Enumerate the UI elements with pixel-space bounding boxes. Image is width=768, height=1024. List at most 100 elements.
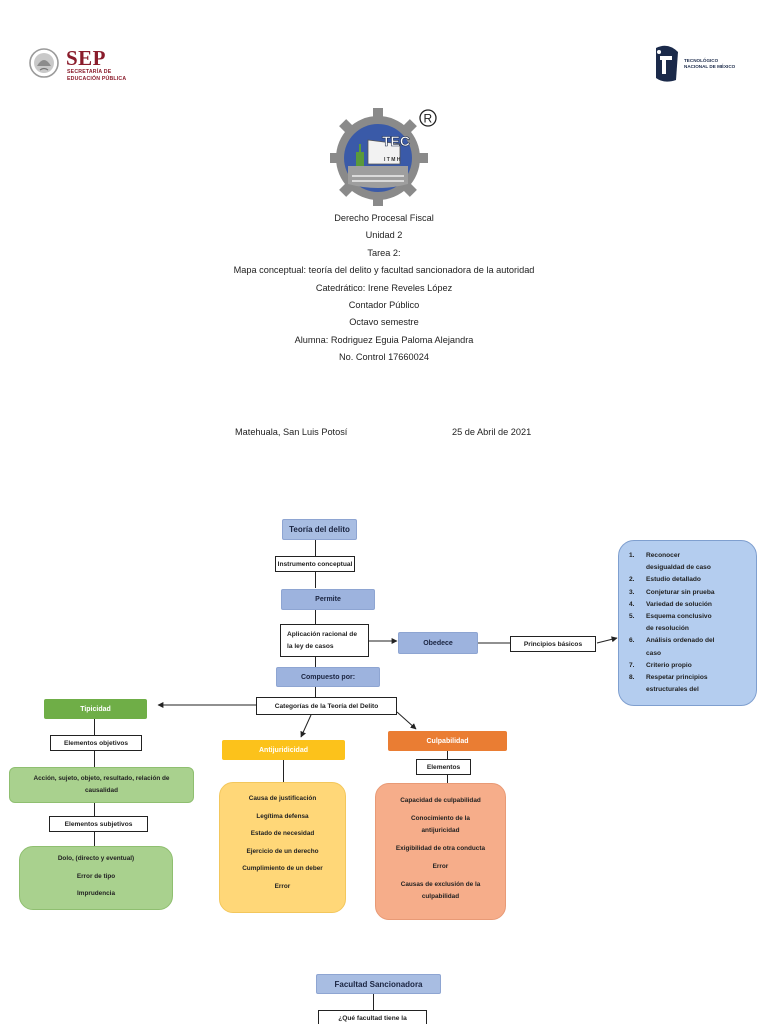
principio-text: Estudio detallado: [646, 576, 701, 584]
principio-num: 6.: [629, 637, 635, 645]
node-elementos: Elementos: [416, 759, 471, 775]
connector-line: [315, 610, 316, 624]
cover-date: 25 de Abril de 2021: [452, 427, 532, 437]
tecnm-line1: TECNOLÓGICO: [684, 58, 719, 63]
culpabilidad-item: culpabilidad: [421, 893, 460, 900]
principio-text: Conjeturar sin prueba: [646, 588, 715, 596]
accion-line2: causalidad: [84, 787, 119, 794]
tecnm-logo: TECNOLÓGICO NACIONAL DE MÉXICO: [650, 44, 742, 84]
principio-text: desigualdad de caso: [646, 564, 711, 572]
antijuridicidad-item: Causa de justificación: [248, 795, 317, 802]
node-obedece: Obedece: [398, 632, 478, 654]
cover-line-topic: Mapa conceptual: teoría del delito y fac…: [233, 265, 535, 276]
node-elementos-objetivos: Elementos objetivos: [50, 735, 142, 751]
subjetivo-item: Dolo, (directo y eventual): [57, 855, 135, 862]
principio-text: Esquema conclusivo: [646, 613, 712, 621]
principio-num: 7.: [629, 661, 635, 669]
culpabilidad-item: Exigibilidad de otra conducta: [395, 845, 486, 852]
node-antijuridicidad: Antijuridicidad: [222, 740, 345, 760]
sep-sub-line1: SECRETARÍA DE: [67, 69, 112, 75]
connector-line: [315, 572, 316, 588]
cover-block: Derecho Procesal Fiscal Unidad 2 Tarea 2…: [0, 210, 768, 367]
node-culpabilidad-list: Capacidad de culpabilidad Conocimiento d…: [375, 783, 506, 920]
node-facultad-sancionadora: Facultad Sancionadora: [316, 974, 441, 994]
principio-num: [629, 648, 646, 660]
cover-line-task: Tarea 2:: [367, 247, 401, 258]
principio-text: Reconocer: [646, 552, 681, 559]
principio-item: 2. Estudio detallado: [629, 574, 756, 586]
antijuridicidad-item: Estado de necesidad: [250, 830, 315, 837]
node-que-facultad: ¿Qué facultad tiene la: [318, 1010, 427, 1024]
principio-item: desigualdad de caso: [629, 562, 756, 574]
culpabilidad-item: Error: [432, 863, 449, 870]
aplicacion-line1: Aplicación racional de: [287, 630, 357, 638]
cover-line-semester: Octavo semestre: [349, 317, 419, 328]
culpabilidad-item: Causas de exclusión de la: [400, 881, 481, 888]
principio-item: 7. Criterio propio: [629, 660, 756, 672]
connector-line: [315, 657, 316, 667]
connector-line: [315, 540, 316, 556]
principio-text: Respetar principios: [646, 674, 708, 682]
culpabilidad-item: Capacidad de culpabilidad: [400, 797, 481, 804]
principio-text: Análisis ordenado del: [646, 637, 715, 645]
cover-place: Matehuala, San Luis Potosí: [235, 427, 348, 437]
principio-num: [629, 684, 646, 696]
itmh-emblem: TEC I T M H R: [330, 106, 440, 206]
principio-num: [629, 623, 646, 635]
tecnm-emblem-icon: [656, 45, 678, 82]
connector-line: [94, 719, 95, 735]
tecnm-text: TECNOLÓGICO NACIONAL DE MÉXICO: [684, 58, 735, 69]
antijuridicidad-item: Error: [274, 882, 291, 890]
node-antijuridicidad-list: Causa de justificación Legítima defensa …: [219, 782, 346, 913]
cover-line-teacher: Catedrático: Irene Reveles López: [315, 282, 453, 293]
culpabilidad-item: Conocimiento de la: [411, 815, 470, 822]
node-instrumento-conceptual: Instrumento conceptual: [275, 556, 355, 572]
sep-subtitle: SECRETARÍA DE EDUCACIÓN PÚBLICA: [67, 69, 126, 82]
principio-text: de resolución: [646, 625, 689, 633]
node-culpabilidad: Culpabilidad: [388, 731, 507, 751]
aplicacion-line2: la ley de casos: [287, 642, 334, 650]
node-teoria-del-delito: Teoría del delito: [282, 519, 357, 540]
principio-num: 2.: [629, 576, 635, 584]
principio-num: [629, 562, 646, 574]
antijuridicidad-item: Cumplimiento de un deber: [242, 865, 323, 872]
principio-item: 3. Conjeturar sin prueba: [629, 587, 756, 599]
antijuridicidad-item: Legítima defensa: [256, 812, 309, 820]
node-accion-sujeto: Acción, sujeto, objeto, resultado, relac…: [9, 767, 194, 803]
principio-num: 8.: [629, 674, 635, 682]
connector-line: [373, 994, 374, 1010]
cover-line-career: Contador Público: [348, 300, 420, 311]
accion-line1: Acción, sujeto, objeto, resultado, relac…: [33, 775, 170, 782]
principio-num: 1.: [629, 552, 635, 559]
principio-text: Criterio propio: [646, 661, 692, 669]
connector-line: [447, 775, 448, 783]
principio-text: estructurales del: [646, 686, 699, 694]
principio-item: de resolución: [629, 623, 756, 635]
node-principios-list: 1. Reconocer desigualdad de caso 2. Estudi…: [618, 540, 757, 706]
node-principios-basicos: Principios básicos: [510, 636, 596, 652]
cover-line-control: No. Control 17660024: [339, 352, 429, 363]
principio-text: caso: [646, 649, 662, 657]
cover-line-student: Alumna: Rodriguez Eguia Paloma Alejandra: [294, 334, 474, 345]
cover-line-unit: Unidad 2: [365, 230, 403, 241]
itmh-tec-text: TEC: [382, 133, 410, 149]
culpabilidad-item: antijuricidad: [421, 827, 460, 834]
principio-text: Variedad de solución: [646, 600, 712, 608]
itmh-gear-icon: TEC I T M H R: [330, 108, 437, 206]
node-elementos-subjetivos: Elementos subjetivos: [49, 816, 148, 832]
sep-sub-line2: EDUCACIÓN PÚBLICA: [67, 75, 127, 82]
principio-item: 6. Análisis ordenado del: [629, 635, 756, 647]
itmh-label-text: I T M H: [384, 157, 401, 163]
connector-line: [94, 832, 95, 846]
principio-num: 4.: [629, 600, 635, 608]
principio-item: estructurales del: [629, 684, 756, 696]
antijuridicidad-item: Ejercicio de un derecho: [246, 847, 319, 855]
principio-num: 3.: [629, 588, 635, 596]
subjetivo-item: Error de tipo: [76, 872, 116, 880]
principio-item: 5.Esquema conclusivo: [629, 611, 756, 623]
sep-logo: SEP SECRETARÍA DE EDUCACIÓN PÚBLICA: [28, 46, 138, 86]
connector-line: [94, 803, 95, 816]
tecnm-line2: NACIONAL DE MÉXICO: [684, 63, 736, 69]
node-subjetivos-list: Dolo, (directo y eventual) Error de tipo…: [19, 846, 173, 910]
connector-line: [283, 760, 284, 782]
